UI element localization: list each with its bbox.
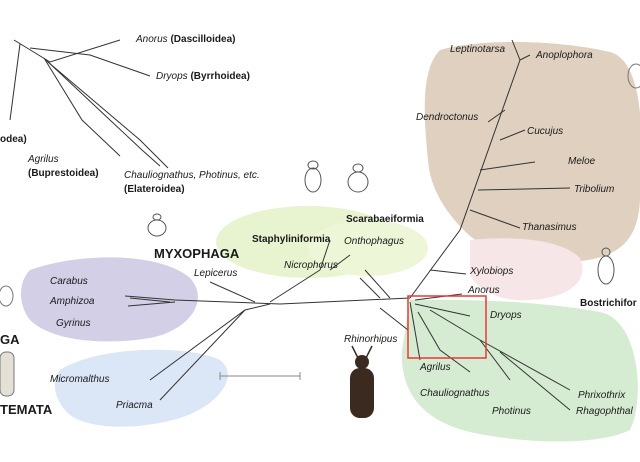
archostemata-region <box>54 349 228 427</box>
rhinorhipus-photo <box>350 345 374 418</box>
inset-tree <box>9 39 169 169</box>
taxon-label-anorus-top: Anorus (Dascilloidea) <box>135 34 236 45</box>
taxon-label-phrixothrix: Phrixothrix <box>578 390 626 401</box>
taxon-label-micromalthus: Micromalthus <box>50 374 109 385</box>
taxon-label-agrilus-top: Agrilus <box>27 154 59 165</box>
taxon-label-nicrophorus: Nicrophorus <box>284 260 338 271</box>
taxon-label-xylobiops: Xylobiops <box>469 266 513 277</box>
taxon-label-buprestoidea: (Buprestoidea) <box>28 168 99 179</box>
group-label-myxophaga: MYXOPHAGA <box>154 246 240 261</box>
cucujiformia-region <box>424 41 640 262</box>
taxon-label-chauliognathus-top: Chauliognathus, Photinus, etc. <box>124 170 260 181</box>
group-label-staphyliniformia: Staphyliniformia <box>252 234 331 245</box>
taxon-label-leptinotarsa: Leptinotarsa <box>450 44 505 55</box>
taxon-label-lepicerus: Lepicerus <box>194 268 237 279</box>
taxon-label-chauliognathus: Chauliognathus <box>420 388 490 399</box>
beetle-icon <box>147 213 167 237</box>
taxon-label-agrilus: Agrilus <box>419 362 451 373</box>
beetle-icon <box>0 285 14 307</box>
group-label-archostemata: TEMATA <box>0 402 53 417</box>
taxon-label-dryops: Dryops <box>490 310 522 321</box>
taxon-label-dryops-top: Dryops (Byrrhoidea) <box>156 71 250 82</box>
taxon-label-elateroidea: (Elateroidea) <box>124 184 185 195</box>
bostrichiformia-region <box>470 238 583 301</box>
group-label-scarabaeiformia: Scarabaeiformia <box>346 214 424 225</box>
taxon-label-amphizoa: Amphizoa <box>49 296 95 307</box>
taxon-label-anorus: Anorus <box>467 285 500 296</box>
taxon-label-rhinorhipus: Rhinorhipus <box>344 334 397 345</box>
taxon-label-odea: odea) <box>0 134 27 145</box>
taxon-label-carabus: Carabus <box>50 276 88 287</box>
taxon-label-gyrinus: Gyrinus <box>56 318 90 329</box>
taxon-label-cucujus: Cucujus <box>527 126 563 137</box>
taxon-label-meloe: Meloe <box>568 156 596 167</box>
scarabaeiformia-region <box>308 220 428 276</box>
elateriformia-region <box>401 299 638 442</box>
group-label-bostrichiformia: Bostrichifor <box>580 298 637 309</box>
group-label-adephaga: GA <box>0 332 20 347</box>
taxon-label-tribolium: Tribolium <box>574 184 614 195</box>
taxon-label-thanasimus: Thanasimus <box>522 222 576 233</box>
beetle-icon <box>304 160 322 193</box>
beetle-icon <box>347 163 369 193</box>
beetle-icon <box>597 247 615 285</box>
taxon-label-photinus: Photinus <box>492 406 531 417</box>
taxon-label-dendroctonus: Dendroctonus <box>416 112 478 123</box>
taxon-label-anoplophora: Anoplophora <box>535 50 593 61</box>
taxon-label-priacma: Priacma <box>116 400 153 411</box>
beetle-icon <box>627 63 640 89</box>
main-tree <box>124 39 571 411</box>
adephaga-region <box>21 257 198 342</box>
beetle-icon <box>0 351 15 397</box>
taxon-label-onthophagus: Onthophagus <box>344 236 404 247</box>
taxon-label-rhagophthalmus: Rhagophthal <box>576 406 633 417</box>
scale-bar <box>219 372 301 380</box>
highlight-box <box>407 295 487 359</box>
